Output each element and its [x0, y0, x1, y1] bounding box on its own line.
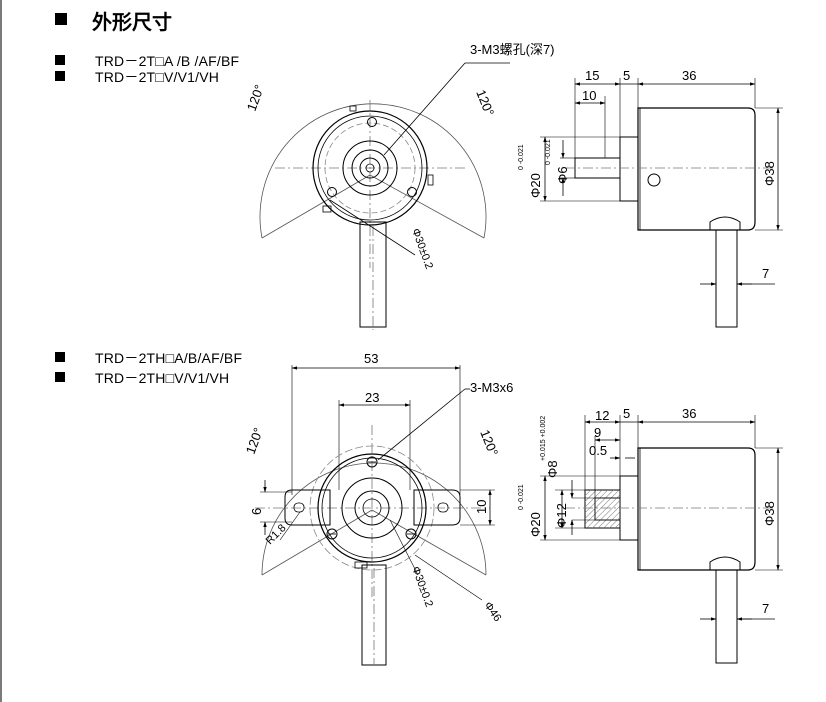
side-view-1-labels: 15 5 36 10 Φ20 0 -0.021 Φ6 0 -0.021 Φ38 …: [518, 68, 777, 281]
body-dia: Φ38: [762, 501, 777, 526]
radius-label: R1.8: [264, 522, 289, 547]
dim-15: 15: [585, 68, 599, 83]
bore-dia: Φ8: [545, 460, 560, 478]
front-view-2-labels: 53 23 3-M3x6 120° 120° 6 R1.8 10 Φ30±0.2…: [243, 351, 514, 624]
angle-arc: [259, 103, 487, 239]
boss-dia: Φ20: [528, 173, 543, 198]
model-label-2a: TRD－2TH□A/B/AF/BF: [95, 350, 243, 366]
dim-6: 6: [249, 508, 264, 515]
dim-5: 5: [623, 68, 630, 83]
body-dia: Φ38: [762, 161, 777, 186]
angle-label-right: 120°: [473, 88, 497, 119]
pcd-label: Φ30±0.2: [409, 565, 435, 609]
side-view-2: [540, 415, 783, 664]
model-label-1b: TRD－2T□V/V1/VH: [95, 69, 220, 85]
dim-7: 7: [762, 266, 769, 281]
side-view-2-labels: 12 5 36 9 0.5 Φ8 +0.015 +0.002 Φ20 0 -0.…: [518, 406, 777, 616]
model-bullet: [55, 71, 65, 81]
dim-9: 9: [594, 425, 601, 440]
page-border: [0, 0, 2, 702]
angle-label-left: 120°: [244, 83, 267, 113]
boss-dia: Φ20: [528, 512, 543, 537]
pcd-label: Φ30±0.2: [409, 227, 435, 271]
hole-note: 3-M3x6: [470, 380, 513, 395]
shaft-dia: Φ6: [555, 166, 570, 184]
dim-53: 53: [364, 351, 378, 366]
title-bullet: [55, 13, 67, 25]
dim-10: 10: [474, 500, 489, 514]
dim-36: 36: [682, 406, 696, 421]
model-bullet: [55, 372, 65, 382]
hole-note: 3-M3螺孔(深7): [470, 42, 555, 57]
angle-label-right: 120°: [477, 428, 501, 459]
side-view-1: [540, 78, 783, 328]
angle-label-left: 120°: [243, 426, 266, 456]
dim-12: 12: [595, 408, 609, 423]
dim-36: 36: [682, 68, 696, 83]
shaft-tol: 0 -0.021: [545, 139, 552, 165]
dim-7: 7: [762, 601, 769, 616]
section-title: 外形尺寸: [92, 10, 172, 34]
dim-5: 5: [623, 406, 630, 421]
dim-10: 10: [582, 88, 596, 103]
model-bullet: [55, 352, 65, 362]
front-view-1: [259, 62, 510, 330]
bore-tol: +0.015 +0.002: [540, 416, 547, 461]
model-label-1a: TRD－2T□A /B /AF/BF: [95, 53, 240, 69]
front-view-2: [255, 365, 495, 666]
boss-tol: 0 -0.021: [518, 144, 525, 170]
hub-dia: Φ12: [554, 503, 569, 528]
model-label-2b: TRD－2TH□V/V1/VH: [95, 370, 230, 386]
boss-tol: 0 -0.021: [518, 484, 525, 510]
front-view-1-labels: 120° 120° 3-M3螺孔(深7) Φ30±0.2: [244, 42, 555, 271]
model-bullet: [55, 55, 65, 65]
dim-23: 23: [365, 390, 379, 405]
dim-0-5: 0.5: [589, 443, 607, 458]
outer-dia-label: Φ46: [482, 600, 504, 624]
